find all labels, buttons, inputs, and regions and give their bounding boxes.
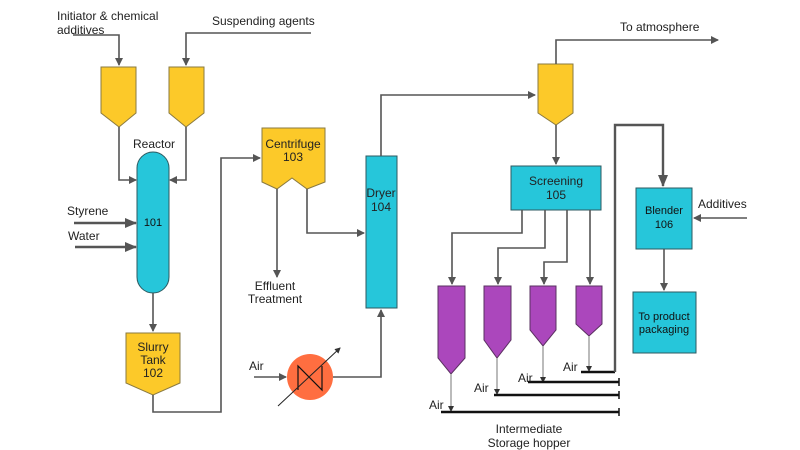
storage-hopper-2	[483, 285, 512, 359]
suspending-agents-label: Suspending agents	[212, 14, 315, 28]
blender-106	[635, 187, 693, 250]
reactor-title: Reactor	[133, 137, 175, 151]
dryer-to-cyclone-line	[380, 91, 536, 156]
slurry-id: 102	[143, 366, 163, 380]
effluent-label-line2: Treatment	[248, 292, 303, 306]
initiator-label: Initiator & chemical	[57, 9, 158, 23]
suspending-feed-line	[182, 32, 311, 66]
reactor-id: 101	[144, 217, 162, 229]
heater-control-arrow-icon	[277, 347, 341, 407]
packaging-label-line1: To product	[638, 311, 689, 323]
screening-id: 105	[546, 188, 566, 202]
slurry-label-line1: Slurry	[137, 340, 168, 354]
screening-to-storage-3-line	[540, 210, 568, 285]
centrifuge-name: Centrifuge	[265, 137, 321, 151]
storage-hopper-1	[437, 285, 466, 375]
water-label: Water	[68, 229, 100, 243]
cyclone-hopper	[537, 63, 574, 126]
heater-air-label: Air	[249, 359, 264, 373]
dryer-name: Dryer	[366, 186, 395, 200]
screening-105	[510, 165, 602, 211]
dryer-id: 104	[371, 200, 391, 214]
initiator-hopper	[100, 66, 137, 128]
storage-hopper-4	[575, 285, 603, 337]
slurry-label-line2: Tank	[140, 353, 166, 367]
product-packaging	[632, 291, 697, 354]
styrene-label: Styrene	[67, 204, 109, 218]
to-atmosphere-label: To atmosphere	[620, 20, 700, 34]
air-label-4: Air	[563, 360, 578, 374]
to-atmosphere-line	[555, 36, 719, 64]
storage-hopper-3	[529, 285, 557, 347]
packaging-label-line2: packaging	[639, 324, 689, 336]
screening-to-storage-2-line	[494, 210, 546, 285]
suspending-agent-hopper	[168, 66, 205, 128]
storage-label-line1: Intermediate	[496, 422, 563, 436]
slurry-to-centrifuge-line	[152, 154, 261, 413]
centrifuge-to-dryer-line	[306, 189, 365, 237]
slurry-tank-102	[125, 332, 181, 396]
storage-label-line2: Storage hopper	[488, 436, 571, 450]
screening-name: Screening	[529, 174, 583, 188]
air-label-2: Air	[474, 381, 489, 395]
blender-id: 106	[655, 219, 673, 231]
blender-name: Blender	[645, 205, 683, 217]
initiator-to-reactor-line	[118, 127, 137, 184]
effluent-label-line1: Effluent	[255, 279, 296, 293]
air-label-3: Air	[518, 371, 533, 385]
initiator-label-line2: additives	[57, 23, 104, 37]
heater-to-dryer-line	[333, 309, 385, 378]
centrifuge-id: 103	[283, 150, 303, 164]
centrifuge-103	[261, 127, 326, 190]
screening-to-storage-1-line	[448, 210, 523, 285]
additives-label: Additives	[698, 197, 747, 211]
dryer-104	[365, 155, 398, 309]
initiator-feed-line	[73, 34, 123, 66]
air-label-1: Air	[429, 398, 444, 412]
conveyor-to-blender-line	[613, 123, 668, 372]
heater-coil-icon	[297, 364, 323, 392]
suspending-to-reactor-line	[169, 127, 187, 184]
